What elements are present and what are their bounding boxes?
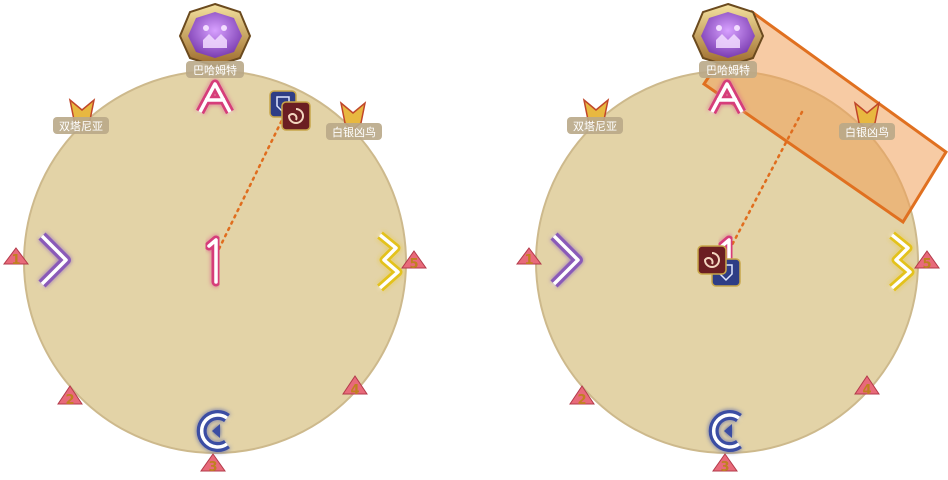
- waymark-d: [550, 232, 583, 288]
- spiral-debuff-icon: [697, 245, 727, 275]
- panel-left: 1 2 3 4 5 双塔尼亚 白银凶鸟: [3, 2, 427, 475]
- spiral-debuff-icon: [281, 101, 311, 131]
- number-marker-2: 2: [569, 385, 595, 408]
- number-marker-4: 4: [342, 375, 368, 398]
- tether-line: [730, 110, 804, 247]
- waymark-d: [38, 232, 71, 288]
- add-left-icon: 双塔尼亚: [567, 98, 623, 134]
- number-marker-1: 1: [516, 247, 542, 268]
- svg-text:1: 1: [524, 253, 533, 268]
- waymark-a: [196, 79, 234, 115]
- waymark-a: [708, 79, 746, 115]
- add-left-label: 双塔尼亚: [573, 120, 617, 133]
- svg-text:4: 4: [862, 383, 871, 398]
- waymark-1: [204, 235, 221, 287]
- svg-text:2: 2: [65, 393, 74, 408]
- number-marker-3: 3: [712, 453, 738, 475]
- waymark-b: [889, 231, 915, 292]
- add-left-icon: 双塔尼亚: [53, 98, 109, 134]
- panel-right: 1 2 3 4 5 双塔尼亚 白银凶鸟: [516, 2, 948, 475]
- number-marker-5: 5: [401, 250, 427, 272]
- add-right-icon: 白银凶鸟: [326, 101, 382, 140]
- boss-label: 巴哈姆特: [706, 63, 750, 77]
- number-marker-4: 4: [854, 375, 880, 398]
- boss-label: 巴哈姆特: [193, 63, 237, 77]
- svg-text:3: 3: [208, 460, 217, 475]
- waymark-c: [708, 410, 742, 452]
- number-marker-5: 5: [914, 250, 940, 272]
- svg-text:4: 4: [350, 383, 359, 398]
- tether-line: [214, 116, 285, 257]
- number-marker-2: 2: [57, 385, 83, 408]
- svg-text:5: 5: [922, 257, 931, 272]
- number-marker-1: 1: [3, 247, 29, 268]
- add-right-label: 白银凶鸟: [332, 125, 376, 139]
- svg-text:1: 1: [11, 253, 20, 268]
- add-left-label: 双塔尼亚: [59, 120, 103, 133]
- waymark-b: [377, 231, 403, 292]
- svg-text:2: 2: [577, 393, 586, 408]
- boss-icon: 巴哈姆特: [691, 2, 765, 78]
- svg-text:3: 3: [720, 460, 729, 475]
- svg-text:5: 5: [409, 257, 418, 272]
- number-marker-3: 3: [200, 453, 226, 475]
- boss-icon: 巴哈姆特: [178, 2, 252, 78]
- add-right-label: 白银凶鸟: [845, 125, 889, 139]
- waymark-c: [196, 410, 230, 452]
- add-right-icon: 白银凶鸟: [839, 101, 895, 140]
